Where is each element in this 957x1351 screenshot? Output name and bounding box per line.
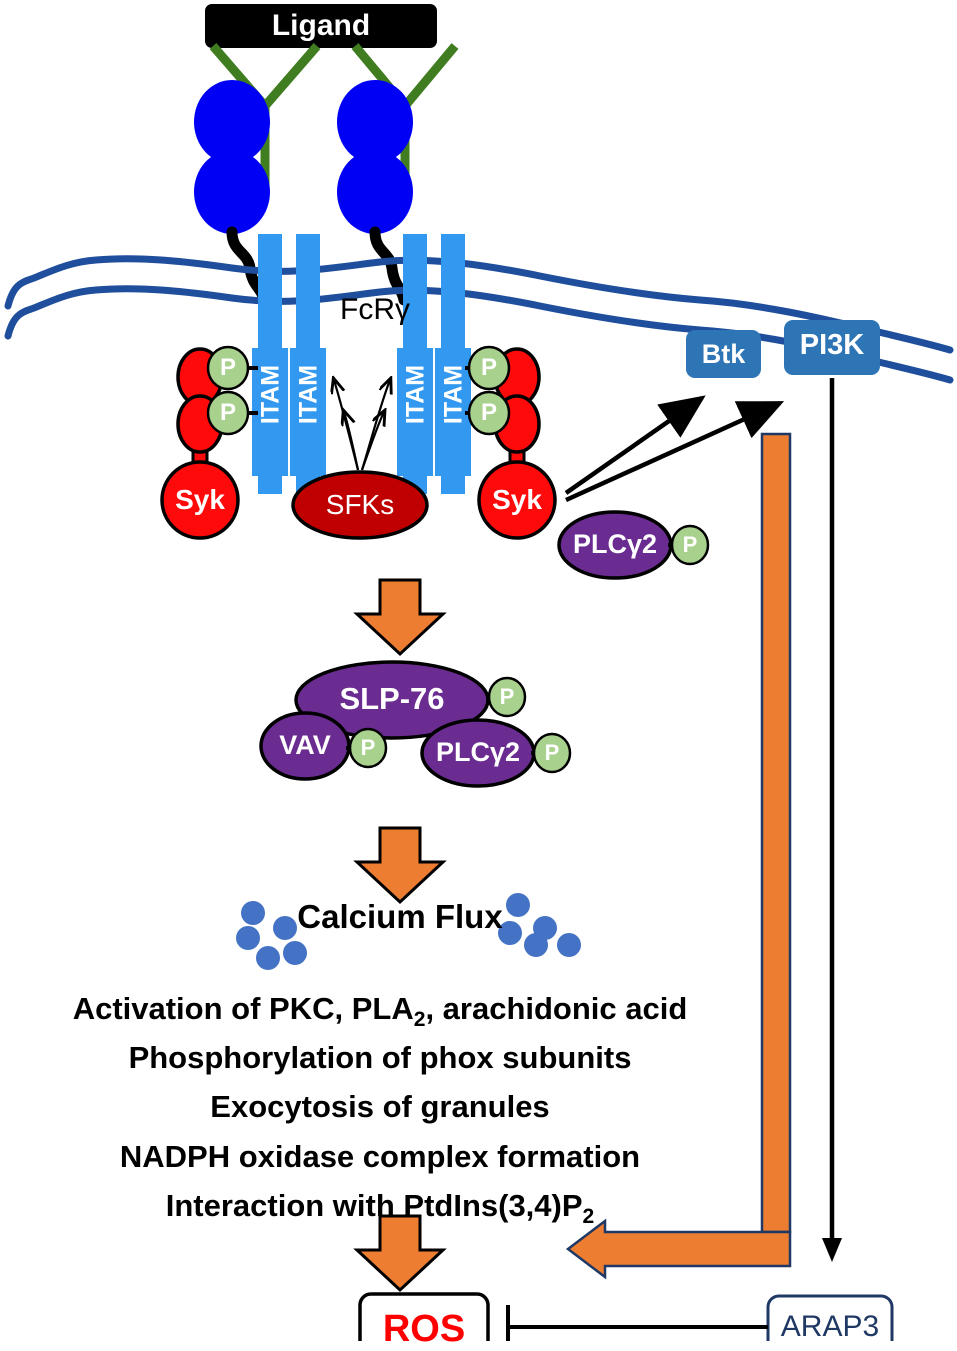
- phospho-circle-left-2: [206, 390, 250, 436]
- effector-line-5: Interaction with PtdIns(3,4)P2: [165, 1187, 595, 1228]
- syk-to-kinase-arrows: [564, 395, 785, 503]
- ligand-box: [205, 4, 437, 48]
- pi3k-box-shape[interactable]: [784, 320, 880, 375]
- orange-arrow-1: [353, 578, 447, 657]
- itam-chain-3: [397, 234, 433, 494]
- vav-ellipse: [259, 711, 351, 781]
- calcium-dots-left: [236, 901, 307, 970]
- plcg2-lower-ellipse: [420, 718, 536, 788]
- vav-phospho: [348, 727, 388, 769]
- orange-arrow-3: [353, 1214, 447, 1293]
- plcg2-upper-phospho: [670, 524, 710, 566]
- sfks-ellipse: [291, 470, 429, 540]
- arap3-box-shape[interactable]: [766, 1294, 894, 1341]
- receptor-ectodomain-left: [194, 80, 270, 234]
- orange-arrow-2: [353, 826, 447, 905]
- effector-line-4: NADPH oxidase complex formation: [119, 1138, 641, 1174]
- btk-box-shape[interactable]: [686, 330, 761, 378]
- effector-line-1: Activation of PKC, PLA2, arachidonic aci…: [72, 991, 688, 1032]
- calcium-dots-right: [498, 893, 581, 957]
- plcg2-upper-ellipse: [557, 510, 673, 580]
- effector-line-3: Exocytosis of granules: [210, 1089, 550, 1125]
- effector-line-2: Phosphorylation of phox subunits: [128, 1040, 632, 1076]
- effector-function-list: Activation of PKC, PLA2, arachidonic aci…: [0, 990, 760, 1236]
- arap3-inhibits-ros: [506, 1305, 768, 1341]
- slp76-phospho: [487, 676, 527, 718]
- phospho-circle-left-1: [206, 345, 250, 391]
- syk-right: [477, 347, 557, 540]
- phospho-circle-right-2: [467, 390, 511, 436]
- orange-feedback-arrow: [565, 432, 792, 1280]
- sfk-phosphorylation-arrows: [334, 380, 390, 471]
- plcg2-lower-phospho: [532, 732, 572, 774]
- receptor-ectodomain-right: [337, 80, 413, 234]
- itam-chain-4: [435, 234, 471, 494]
- ros-box-shape[interactable]: [358, 1292, 490, 1341]
- itam-chain-2: [290, 234, 326, 494]
- pi3k-down-arrowhead: [822, 1238, 842, 1262]
- phospho-circle-right-1: [467, 345, 511, 391]
